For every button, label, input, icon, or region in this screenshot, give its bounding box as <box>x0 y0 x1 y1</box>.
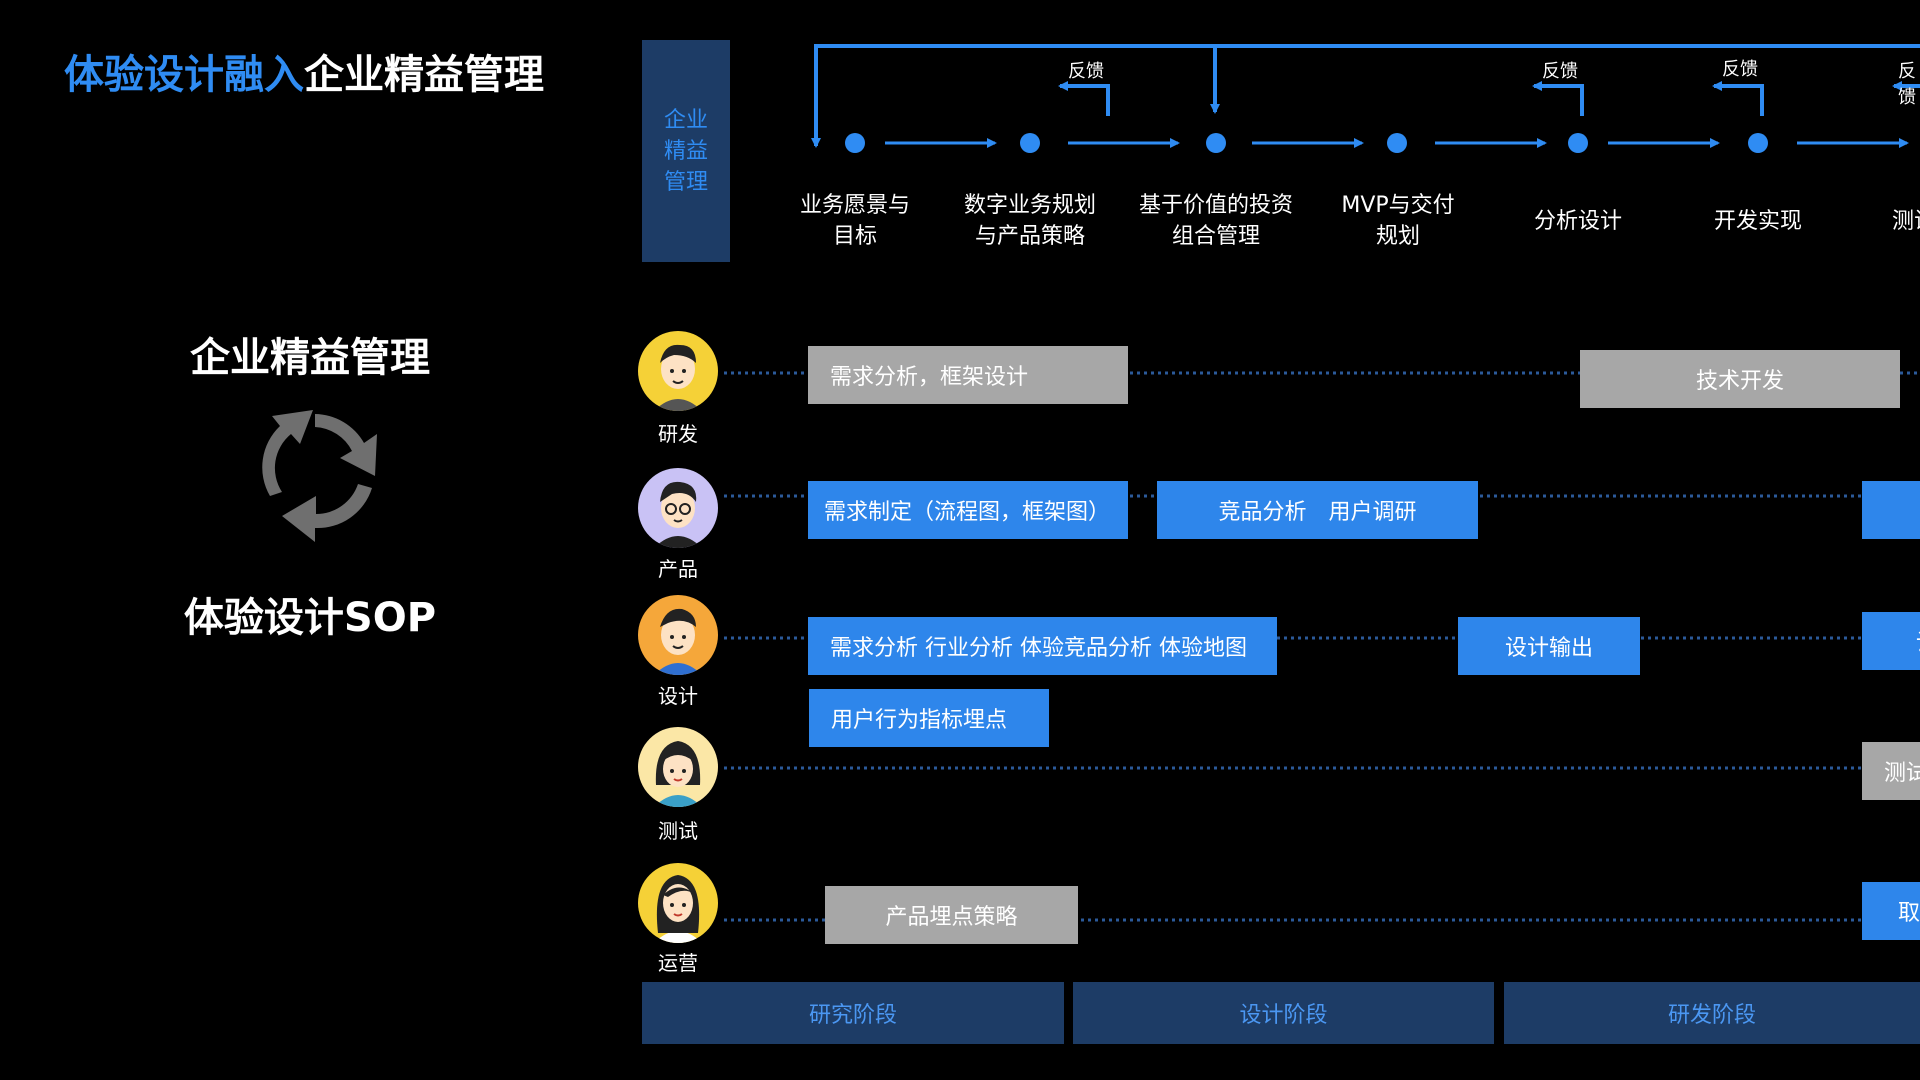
developer-avatar <box>638 331 718 411</box>
step-dot-3 <box>1206 133 1226 153</box>
role-label-design: 设计 <box>658 684 698 708</box>
task-design-analysis: 需求分析 行业分析 体验竞品分析 体验地图 <box>808 617 1277 675</box>
page-title: 体验设计融入企业精益管理 <box>64 42 544 100</box>
task-design-partial: 设 <box>1862 612 1920 670</box>
role-label-test: 测试 <box>658 819 698 843</box>
page-title-rest: 企业精益管理 <box>304 52 544 98</box>
task-test-partial: 测试 <box>1862 742 1920 800</box>
phase-design: 设计阶段 <box>1073 982 1494 1044</box>
phase-research: 研究阶段 <box>642 982 1064 1044</box>
task-prod-competitor-research: 竞品分析 用户调研 <box>1157 481 1478 539</box>
page-title-highlight: 体验设计融入 <box>64 52 304 98</box>
experience-design-sop-heading: 体验设计SOP <box>183 595 437 641</box>
task-dev-tech-development: 技术开发 <box>1580 350 1900 408</box>
step-dot-2 <box>1020 133 1040 153</box>
step-mvp-delivery: MVP与交付 规划 <box>1341 193 1455 249</box>
feedback-arrow-1 <box>1058 81 1110 116</box>
product-avatar <box>638 468 718 548</box>
step-testing: 测试 <box>1892 209 1920 234</box>
task-ops-tracking-strategy: 产品埋点策略 <box>825 886 1078 944</box>
step-value-portfolio: 基于价值的投资 组合管理 <box>1138 193 1293 249</box>
step-dot-5 <box>1568 133 1588 153</box>
task-design-tracking: 用户行为指标埋点 <box>809 689 1049 747</box>
feedback-arrow-3 <box>1712 81 1764 116</box>
step-digital-planning: 数字业务规划 与产品策略 <box>963 193 1096 249</box>
feedback-label-2: 反馈 <box>1542 61 1578 82</box>
role-label-product: 产品 <box>658 557 698 581</box>
lean-management-heading: 企业精益管理 <box>190 335 430 381</box>
task-design-output: 设计输出 <box>1458 617 1640 675</box>
step-dot-1 <box>845 133 865 153</box>
tester-avatar <box>638 727 718 807</box>
feedback-label-1: 反馈 <box>1068 61 1104 82</box>
feedback-label-3: 反馈 <box>1722 59 1758 80</box>
task-ops-partial: 取 <box>1862 882 1920 940</box>
task-prod-partial <box>1862 481 1920 539</box>
cycle-arrows-icon <box>240 396 390 546</box>
role-label-ops: 运营 <box>658 951 698 975</box>
step-analysis-design: 分析设计 <box>1533 209 1622 234</box>
role-label-dev: 研发 <box>658 422 698 446</box>
lean-management-label-box: 企业精益管理 <box>642 40 730 262</box>
step-dot-6 <box>1748 133 1768 153</box>
step-dot-4 <box>1387 133 1407 153</box>
feedback-arrow-2 <box>1532 81 1584 116</box>
lean-management-label: 企业精益管理 <box>663 107 708 195</box>
task-prod-requirements: 需求制定（流程图，框架图） <box>808 481 1128 539</box>
task-dev-requirement-analysis: 需求分析，框架设计 <box>808 346 1128 404</box>
step-development: 开发实现 <box>1713 209 1802 234</box>
step-business-vision: 业务愿景与 目标 <box>799 193 910 249</box>
designer-avatar <box>638 595 718 675</box>
phase-development: 研发阶段 <box>1504 982 1920 1044</box>
operations-avatar <box>638 863 718 943</box>
feedback-label-4: 反馈 <box>1898 61 1916 108</box>
